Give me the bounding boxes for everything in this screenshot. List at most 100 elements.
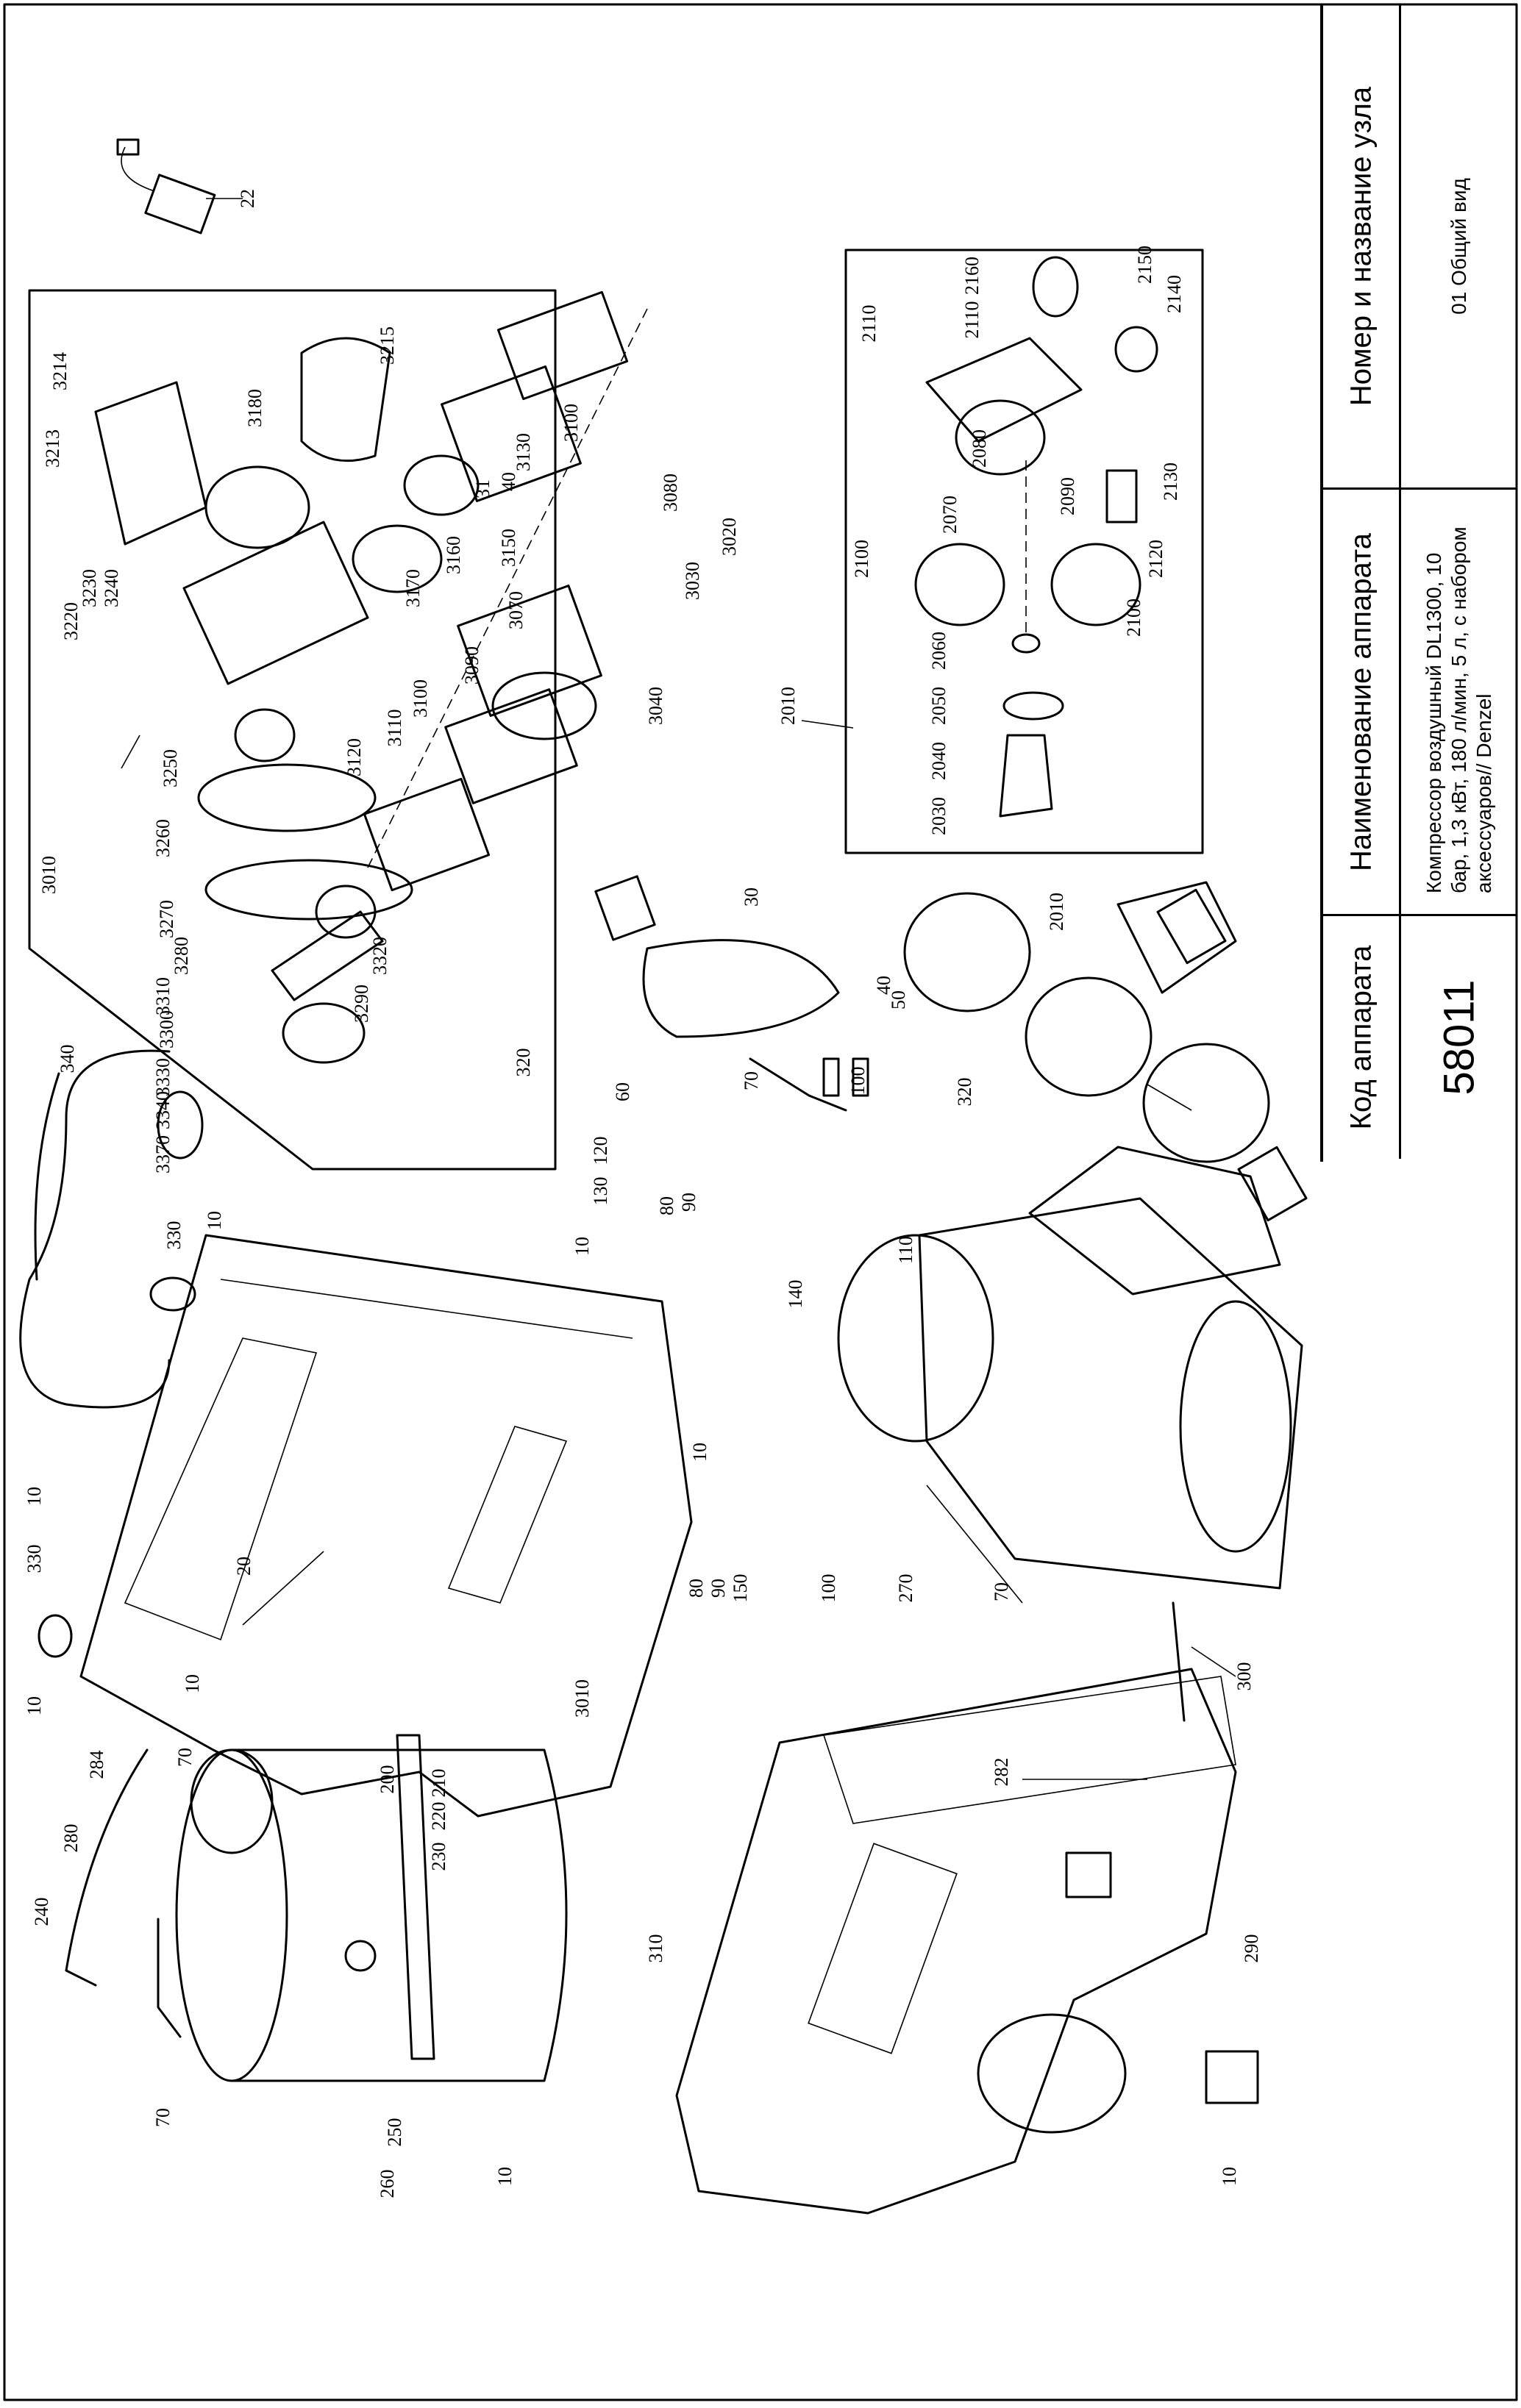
callout-3215: 3215 — [377, 326, 398, 365]
node-row: Номер и название узла 01 Общий вид — [1323, 4, 1517, 490]
hose-pipe-part — [594, 875, 869, 1112]
callout-30: 30 — [741, 887, 762, 907]
callout-3220: 3220 — [60, 602, 82, 640]
callout-2070: 2070 — [939, 496, 961, 534]
callout-10: 10 — [571, 1237, 593, 1256]
callout-10: 10 — [24, 1487, 45, 1506]
callout-2110: 2110 — [961, 301, 983, 338]
carbon-brush-part — [116, 138, 216, 235]
callout-260: 260 — [377, 2170, 398, 2198]
callout-2150: 2150 — [1134, 246, 1155, 284]
code-header: Код аппарата — [1344, 945, 1377, 1130]
callout-3250: 3250 — [160, 749, 181, 787]
top-cover-part — [675, 1668, 1237, 2215]
callout-10: 10 — [689, 1443, 710, 1462]
callout-270: 270 — [895, 1574, 916, 1603]
callout-3080: 3080 — [660, 474, 681, 512]
callout-3213: 3213 — [42, 429, 63, 468]
callout-320: 320 — [513, 1048, 534, 1077]
switch-290-part — [1205, 2050, 1259, 2104]
callout-330: 330 — [163, 1221, 185, 1250]
callout-340: 340 — [57, 1045, 78, 1073]
callout-3310: 3310 — [152, 977, 174, 1015]
callout-80: 80 — [656, 1196, 677, 1215]
callout-320: 320 — [954, 1078, 975, 1107]
callout-2090: 2090 — [1057, 477, 1078, 515]
callout-3340: 3340 — [152, 1091, 174, 1129]
page-frame — [3, 3, 1518, 2401]
callout-90: 90 — [708, 1579, 729, 1598]
callout-3240: 3240 — [101, 569, 122, 607]
callout-2080: 2080 — [969, 429, 990, 468]
callout-310: 310 — [645, 1934, 666, 1963]
callout-2100: 2100 — [851, 540, 872, 578]
callout-2050: 2050 — [928, 687, 950, 725]
callout-284: 284 — [86, 1751, 107, 1779]
callout-3300: 3300 — [156, 1010, 177, 1048]
callout-90: 90 — [678, 1193, 699, 1212]
title-block: Номер и название узла 01 Общий вид Наиме… — [1320, 4, 1517, 1162]
callout-130: 130 — [590, 1177, 611, 1206]
callout-2010: 2010 — [1046, 893, 1067, 931]
callout-40: 40 — [498, 472, 519, 491]
callout-3040: 3040 — [645, 687, 666, 725]
callout-140: 140 — [785, 1280, 806, 1309]
rod-270-part — [1172, 1601, 1186, 1722]
callout-20: 20 — [233, 1557, 254, 1576]
callout-2120: 2120 — [1145, 540, 1166, 578]
callout-2160: 2160 — [961, 257, 983, 295]
callout-3320: 3320 — [369, 937, 391, 975]
callout-70: 70 — [174, 1748, 196, 1767]
callout-3160: 3160 — [443, 536, 464, 574]
callout-210: 210 — [428, 1769, 449, 1798]
callout-2100: 2100 — [1123, 599, 1144, 637]
callout-3280: 3280 — [171, 937, 192, 975]
callout-100: 100 — [818, 1574, 839, 1603]
cylinder-block-part — [903, 881, 1308, 1222]
callout-3230: 3230 — [79, 569, 100, 607]
callout-10: 10 — [24, 1696, 45, 1715]
callout-70: 70 — [152, 2108, 174, 2127]
head-assembly-frame — [28, 289, 557, 1171]
callout-330: 330 — [24, 1545, 45, 1573]
callout-220: 220 — [428, 1802, 449, 1831]
callout-3180: 3180 — [244, 389, 266, 427]
ring-330-top — [149, 1276, 196, 1312]
callout-240: 240 — [31, 1898, 52, 1926]
callout-230: 230 — [428, 1843, 449, 1871]
name-row: Наименование аппарата Компрессор воздушн… — [1323, 490, 1517, 916]
callout-2110: 2110 — [858, 304, 880, 342]
motor-part — [837, 1146, 1303, 1590]
code-row: Код аппарата 58011 — [1323, 916, 1517, 1159]
callout-3330: 3330 — [152, 1058, 174, 1096]
callout-70: 70 — [991, 1582, 1012, 1601]
name-header: Наименование аппарата — [1344, 532, 1377, 871]
callout-50: 50 — [888, 990, 909, 1010]
callout-200: 200 — [377, 1765, 398, 1794]
callout-2040: 2040 — [928, 742, 950, 780]
callout-2060: 2060 — [928, 632, 950, 670]
callout-3070: 3070 — [505, 591, 527, 629]
callout-100: 100 — [847, 1067, 869, 1096]
callout-3010: 3010 — [571, 1679, 593, 1718]
callout-10: 10 — [494, 2167, 516, 2186]
callout-3290: 3290 — [351, 985, 372, 1023]
callout-300: 300 — [1233, 1662, 1255, 1691]
callout-10: 10 — [1219, 2167, 1240, 2186]
callout-3120: 3120 — [343, 738, 365, 776]
callout-2140: 2140 — [1164, 275, 1185, 313]
callout-280: 280 — [60, 1824, 82, 1853]
callout-10: 10 — [204, 1211, 225, 1230]
callout-120: 120 — [590, 1137, 611, 1165]
callout-3110: 3110 — [384, 709, 405, 746]
callout-3214: 3214 — [49, 352, 71, 390]
callout-250: 250 — [384, 2118, 405, 2147]
base-housing-part — [79, 1234, 693, 1818]
callout-3150: 3150 — [498, 529, 519, 567]
node-value: 01 Общий вид — [1447, 177, 1470, 315]
callout-40: 40 — [873, 976, 894, 995]
callout-150: 150 — [730, 1574, 751, 1603]
receiver-tank-part — [157, 1734, 568, 2082]
